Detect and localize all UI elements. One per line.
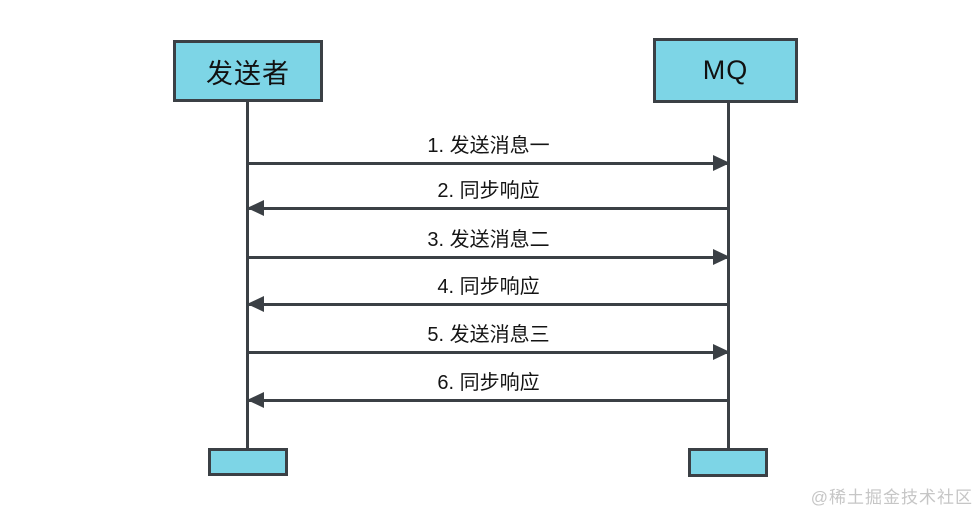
message-row-3: 3. 发送消息二	[248, 229, 730, 265]
arrow-right-icon	[713, 249, 730, 265]
arrow-left-icon	[247, 296, 264, 312]
arrow-right-icon	[713, 155, 730, 171]
arrow-left-icon	[247, 200, 264, 216]
message-arrow-line	[248, 162, 729, 165]
actor-label-mq: MQ	[702, 55, 749, 85]
actor-box-sender: 发送者	[173, 40, 323, 102]
activation-box-sender	[208, 448, 288, 476]
arrow-right-icon	[713, 344, 730, 360]
message-label: 2. 同步响应	[437, 180, 540, 202]
message-label: 1. 发送消息一	[427, 135, 550, 157]
message-arrow-line	[248, 399, 729, 402]
message-arrow-line	[248, 207, 729, 210]
actor-label-sender: 发送者	[206, 58, 290, 89]
lifeline-sender	[246, 102, 249, 448]
message-arrow-line	[248, 303, 729, 306]
message-row-6: 6. 同步响应	[247, 372, 729, 408]
message-label: 3. 发送消息二	[427, 229, 550, 251]
message-row-4: 4. 同步响应	[247, 276, 729, 312]
actor-box-mq: MQ	[653, 38, 798, 103]
message-label: 4. 同步响应	[437, 276, 540, 298]
watermark: @稀土掘金技术社区	[810, 488, 973, 507]
message-label: 6. 同步响应	[437, 372, 540, 394]
message-row-5: 5. 发送消息三	[248, 324, 730, 360]
message-label: 5. 发送消息三	[427, 324, 550, 346]
lifeline-mq	[727, 103, 730, 448]
activation-box-mq	[688, 448, 768, 477]
arrow-left-icon	[247, 392, 264, 408]
message-arrow-line	[248, 351, 729, 354]
message-arrow-line	[248, 256, 729, 259]
message-row-2: 2. 同步响应	[247, 180, 729, 216]
message-row-1: 1. 发送消息一	[248, 135, 730, 171]
